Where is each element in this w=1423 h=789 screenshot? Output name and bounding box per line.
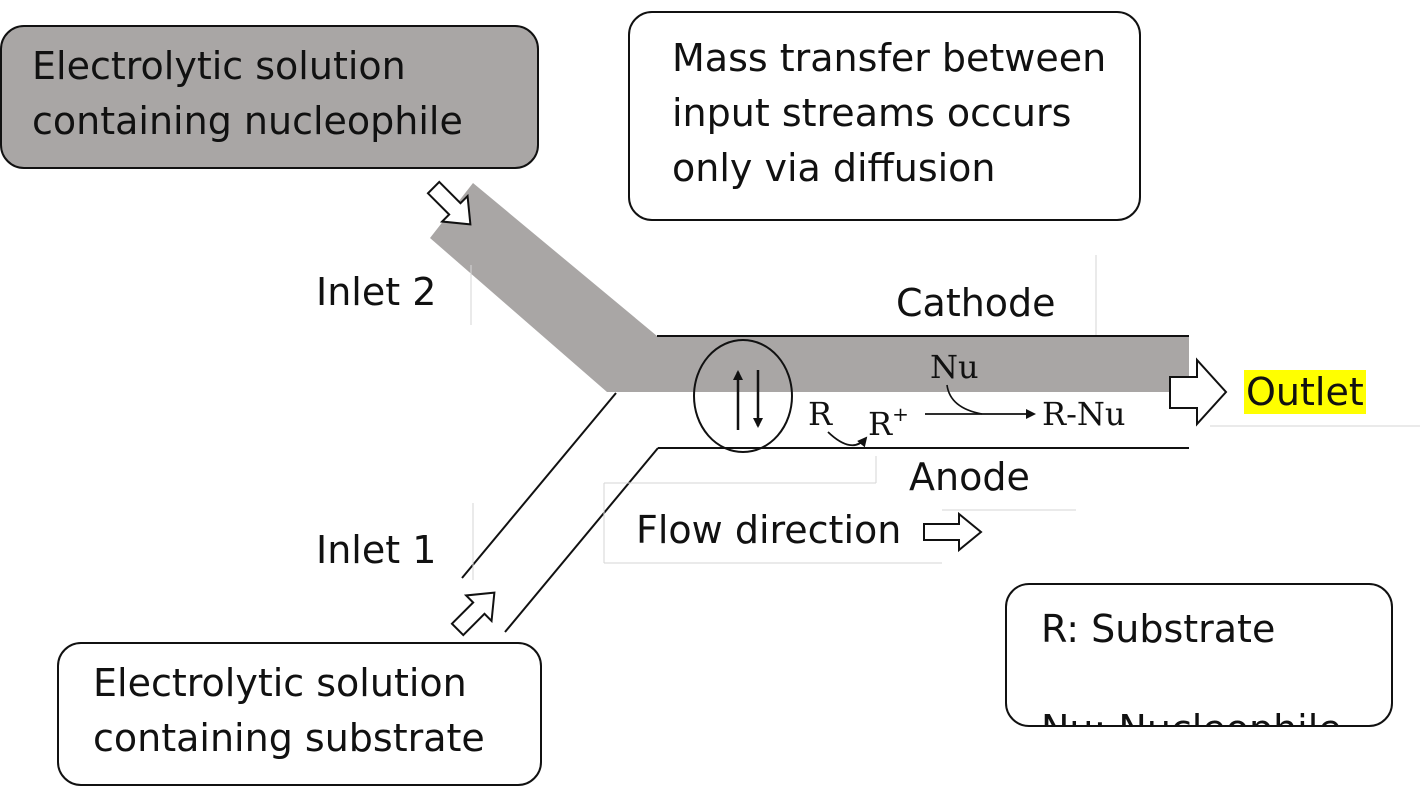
legend-text: R: Substrate Nu: Nucleophile [1041,607,1342,725]
nucleophile-stream [430,183,1189,392]
arrow-down-right-icon [426,180,472,226]
cation-symbol: R+ [868,396,909,442]
substrate-solution-text: Electrolytic solution containing substra… [93,661,485,760]
inlet1-wall-upper [461,392,617,579]
outlet-arrow-icon [1169,357,1228,427]
cation-charge: + [892,402,909,426]
substrate-symbol: R [808,395,833,433]
cathode-label: Cathode [896,281,1056,325]
flow-arrow-icon [923,511,983,553]
nucleophile-symbol: Nu [930,348,979,386]
inlet1-wall-lower [504,447,659,633]
product-symbol: R-Nu [1042,395,1126,433]
nucleophile-attack-arrow [946,384,983,415]
flow-direction-label: Flow direction [636,508,902,552]
guide-lines [470,255,1420,580]
nucleophile-solution-box: Electrolytic solution containing nucleop… [0,25,539,169]
anode-label: Anode [909,455,1030,499]
outlet-label: Outlet [1244,370,1366,414]
cation-letter: R [868,405,893,443]
exchange-arrows-icon [693,339,793,453]
substrate-solution-box: Electrolytic solution containing substra… [57,642,542,786]
inlet2-label: Inlet 2 [316,270,437,314]
mass-transfer-text: Mass transfer between input streams occu… [672,36,1107,190]
nucleophile-solution-text: Electrolytic solution containing nucleop… [32,44,463,143]
curved-arrow-icon [827,431,868,448]
inlet1-label: Inlet 1 [316,528,437,572]
arrow-up-right-icon [450,591,496,637]
legend-box: R: Substrate Nu: Nucleophile [1005,583,1393,727]
mass-transfer-box: Mass transfer between input streams occu… [628,11,1141,221]
